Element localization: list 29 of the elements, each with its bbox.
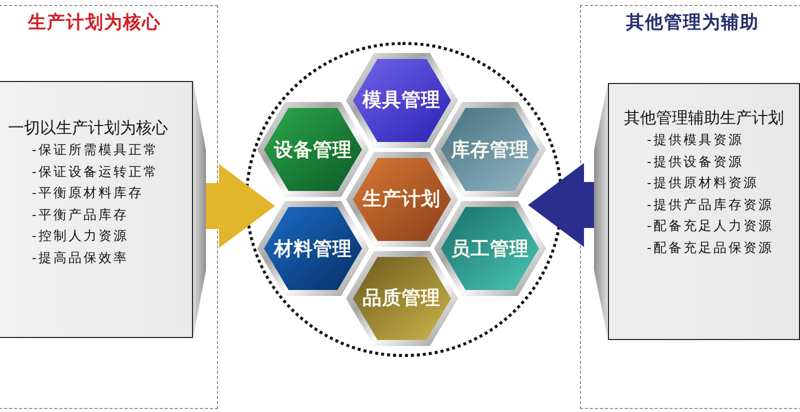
- tile-label: 库存管理: [451, 138, 529, 162]
- list-item: -保证设备运转正常: [32, 164, 158, 182]
- list-item: -提供设备资源: [647, 154, 744, 172]
- tile-label: 生产计划: [362, 187, 440, 211]
- tile-label: 设备管理: [274, 138, 352, 162]
- list-item: -提供模具资源: [647, 132, 744, 150]
- panel-title: 生产计划为核心: [28, 11, 161, 35]
- card-heading: 一切以生产计划为核心: [8, 118, 168, 138]
- list-item: -平衡产品库存: [32, 206, 128, 224]
- list-item: -配备充足品保资源: [647, 240, 774, 258]
- list-item: -控制人力资源: [32, 228, 128, 246]
- list-item: -提供产品库存资源: [647, 196, 774, 214]
- tile-label: 材料管理: [274, 236, 352, 260]
- panel-title: 其他管理为辅助: [626, 11, 759, 35]
- card-heading: 其他管理辅助生产计划: [624, 108, 784, 128]
- dashed-panel: [580, 5, 800, 409]
- tile-label: 员工管理: [451, 236, 529, 260]
- list-item: -提供原材料资源: [647, 175, 758, 193]
- block-arrow: [528, 163, 594, 247]
- text-card: [594, 83, 800, 340]
- list-item: -配备充足人力资源: [647, 218, 774, 236]
- tile-label: 模具管理: [362, 88, 440, 112]
- list-item: -平衡原材料库存: [32, 185, 144, 203]
- list-item: -保证所需模具正常: [32, 142, 158, 160]
- block-arrow: [206, 164, 275, 248]
- text-card: [0, 81, 206, 338]
- list-item: -提高品保效率: [32, 250, 128, 268]
- dashed-panel: [0, 5, 218, 409]
- tile-label: 品质管理: [362, 286, 440, 310]
